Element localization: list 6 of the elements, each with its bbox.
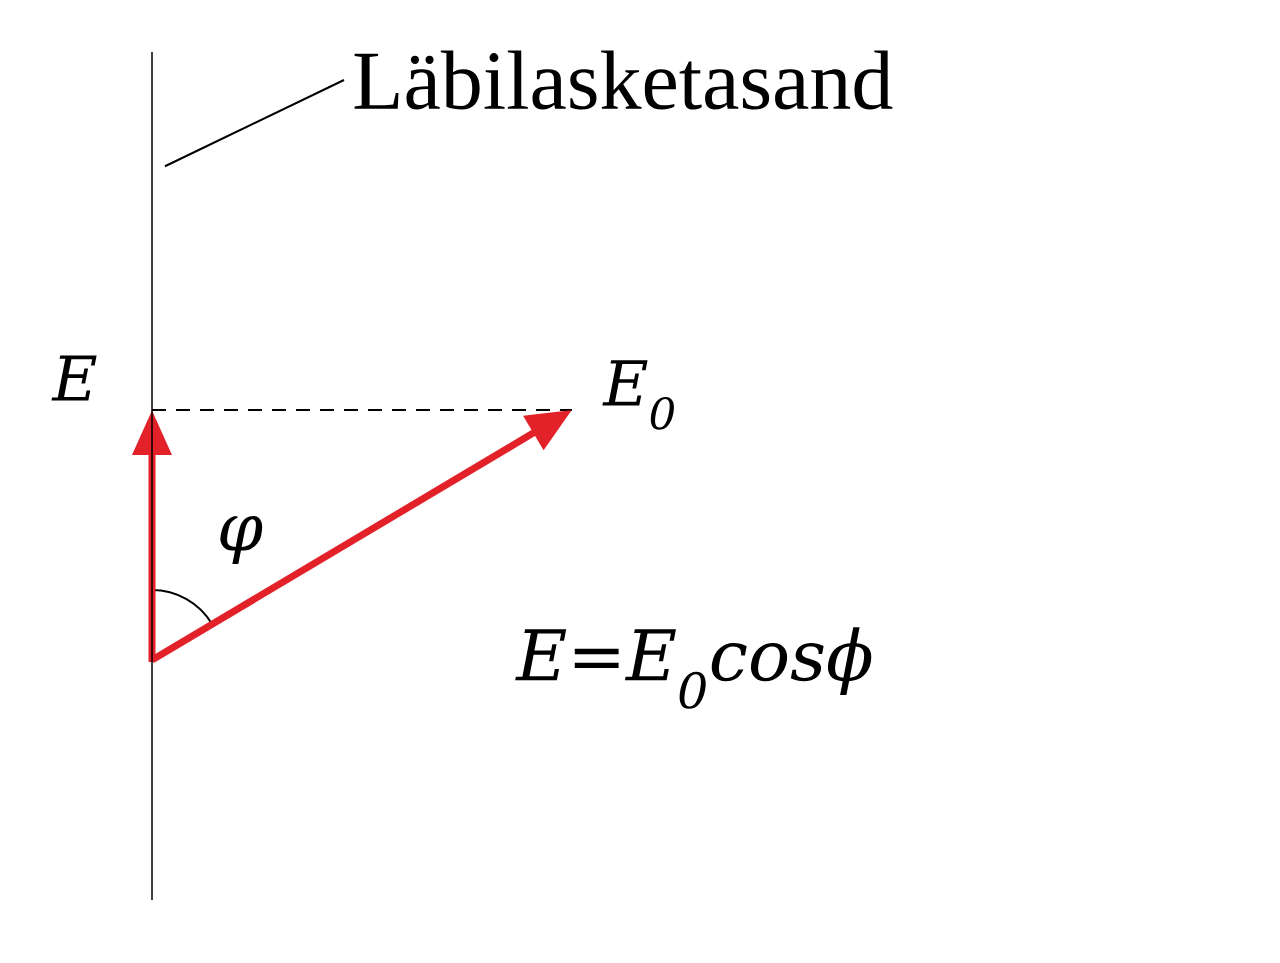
vector-label: E$_{0}$ [602,360,674,430]
plane-label: Läbilasketasand [354,50,893,110]
leader-line [164,79,345,168]
formula: E=E$_{0}$cosϕ [515,627,872,709]
angle-label: φ [220,516,263,565]
plane-line [151,51,153,901]
